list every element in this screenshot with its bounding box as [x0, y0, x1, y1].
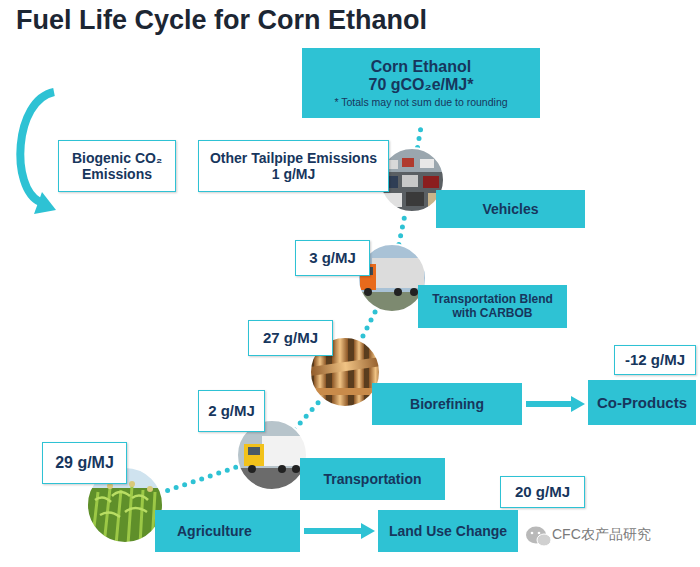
value-box: 3 g/MJ — [295, 240, 370, 276]
arrow-head — [361, 523, 375, 539]
watermark-icon — [526, 527, 551, 547]
node-text: Transportation — [323, 471, 421, 487]
node-text: Vehicles — [482, 201, 538, 217]
node-text: Other Tailpipe Emissions 1 g/MJ — [207, 150, 380, 182]
node-text: Biorefining — [410, 396, 484, 412]
node-text: Corn Ethanol — [371, 58, 471, 76]
node-text: 70 gCO₂e/MJ* — [369, 76, 474, 94]
node-text: -12 g/MJ — [625, 351, 685, 368]
diagram-title: Fuel Life Cycle for Corn Ethanol — [16, 5, 427, 36]
node-text: Biogenic CO₂ Emissions — [65, 150, 169, 182]
flow-arrow — [304, 523, 375, 539]
stage-band: Transportation — [300, 458, 445, 500]
node-text: Land Use Change — [389, 523, 507, 539]
node-text: 3 g/MJ — [309, 249, 356, 266]
arrow-line — [304, 528, 363, 534]
total-box: Corn Ethanol70 gCO₂e/MJ* * Totals may not… — [302, 48, 540, 118]
node-text: Agriculture — [177, 523, 252, 539]
stage-band: Vehicles — [436, 190, 585, 228]
loop-arrow-head — [34, 192, 56, 214]
emission-box: Other Tailpipe Emissions 1 g/MJ — [198, 140, 389, 192]
flow-arrow — [526, 396, 585, 412]
arrow-line — [526, 401, 573, 407]
node-text: 29 g/MJ — [55, 454, 114, 472]
node-text: Co-Products — [597, 394, 687, 411]
node-text: Transportation Blend with CARBOB — [426, 293, 559, 321]
watermark-text: CFC农产品研究 — [552, 526, 651, 544]
product-box: Co-Products — [588, 380, 696, 425]
value-box: 29 g/MJ — [42, 442, 127, 484]
loop-arrow — [20, 92, 54, 202]
value-box: -12 g/MJ — [614, 345, 696, 375]
value-box: 27 g/MJ — [248, 320, 333, 356]
emission-box: Biogenic CO₂ Emissions — [58, 140, 176, 192]
node-text: * Totals may not sum due to rounding — [334, 96, 507, 108]
stage-band: Transportation Blend with CARBOB — [418, 285, 567, 328]
arrow-head — [571, 396, 585, 412]
node-text: 2 g/MJ — [208, 402, 255, 419]
node-text: 20 g/MJ — [515, 483, 570, 500]
node-text: 27 g/MJ — [263, 329, 318, 346]
value-box: 20 g/MJ — [500, 476, 585, 508]
stage-band: Agriculture — [155, 510, 300, 552]
value-box: 2 g/MJ — [198, 390, 265, 432]
stage-band: Land Use Change — [378, 510, 518, 552]
stage-band: Biorefining — [372, 383, 522, 425]
